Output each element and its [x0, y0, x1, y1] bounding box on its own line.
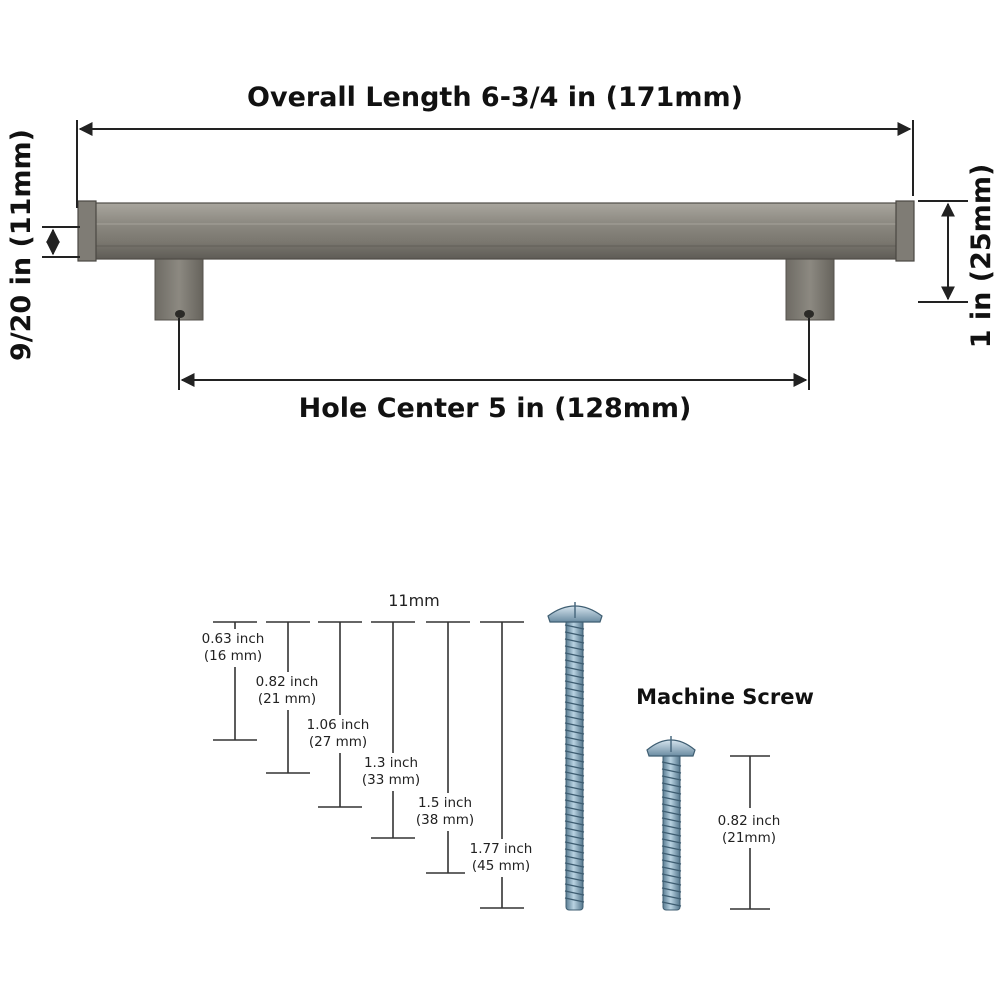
- screw-length-bracket: 0.82 inch(21 mm): [251, 621, 323, 774]
- screw-length-inch: 0.82 inch: [256, 674, 319, 690]
- screw-length-bracket: 1.5 inch(38 mm): [409, 621, 481, 874]
- left-post-hole: [175, 310, 185, 318]
- machine-screw-illustration: [646, 736, 696, 911]
- hole-center-dimension: Hole Center 5 in (128mm): [178, 318, 810, 424]
- screw-length-mm: (45 mm): [472, 858, 530, 874]
- long-screw-illustration: [547, 602, 603, 911]
- overall-length-label: Overall Length 6-3/4 in (171mm): [247, 82, 743, 113]
- screw-length-mm: (33 mm): [362, 772, 420, 788]
- screw-length-bracket: 1.06 inch(27 mm): [302, 621, 374, 808]
- bar-thickness-dimension: 9/20 in (11mm): [6, 129, 80, 361]
- projection-label: 1 in (25mm): [966, 164, 997, 349]
- screw-length-bracket: 1.77 inch(45 mm): [465, 621, 537, 909]
- screw-length-inch: 1.3 inch: [364, 755, 418, 771]
- machine-screw-length-bracket: 0.82 inch (21mm): [712, 755, 788, 910]
- bar-thickness-label: 9/20 in (11mm): [6, 129, 37, 361]
- handle-left-end-cap: [77, 200, 97, 262]
- machine-screw-mm: (21mm): [722, 830, 776, 846]
- screw-length-brackets: 0.63 inch(16 mm)0.82 inch(21 mm)1.06 inc…: [197, 621, 537, 909]
- screw-length-bracket: 0.63 inch(16 mm): [197, 621, 269, 741]
- projection-dimension: 1 in (25mm): [918, 164, 997, 349]
- screw-length-mm: (38 mm): [416, 812, 474, 828]
- machine-screw-inch: 0.82 inch: [718, 813, 781, 829]
- screw-diameter-label: 11mm: [388, 591, 440, 610]
- screw-length-inch: 0.63 inch: [202, 631, 265, 647]
- screw-length-mm: (21 mm): [258, 691, 316, 707]
- overall-length-dimension: Overall Length 6-3/4 in (171mm): [76, 82, 914, 208]
- screw-length-mm: (16 mm): [204, 648, 262, 664]
- handle-bar: [85, 202, 907, 260]
- screw-length-mm: (27 mm): [309, 734, 367, 750]
- screw-length-bracket: 1.3 inch(33 mm): [355, 621, 427, 839]
- screw-length-inch: 1.77 inch: [470, 841, 533, 857]
- hole-center-label: Hole Center 5 in (128mm): [299, 393, 692, 424]
- right-post-hole: [804, 310, 814, 318]
- handle-right-end-cap: [895, 200, 915, 262]
- cabinet-handle-illustration: [77, 200, 915, 321]
- screw-length-inch: 1.06 inch: [307, 717, 370, 733]
- screw-length-inch: 1.5 inch: [418, 795, 472, 811]
- machine-screw-title: Machine Screw: [636, 685, 814, 709]
